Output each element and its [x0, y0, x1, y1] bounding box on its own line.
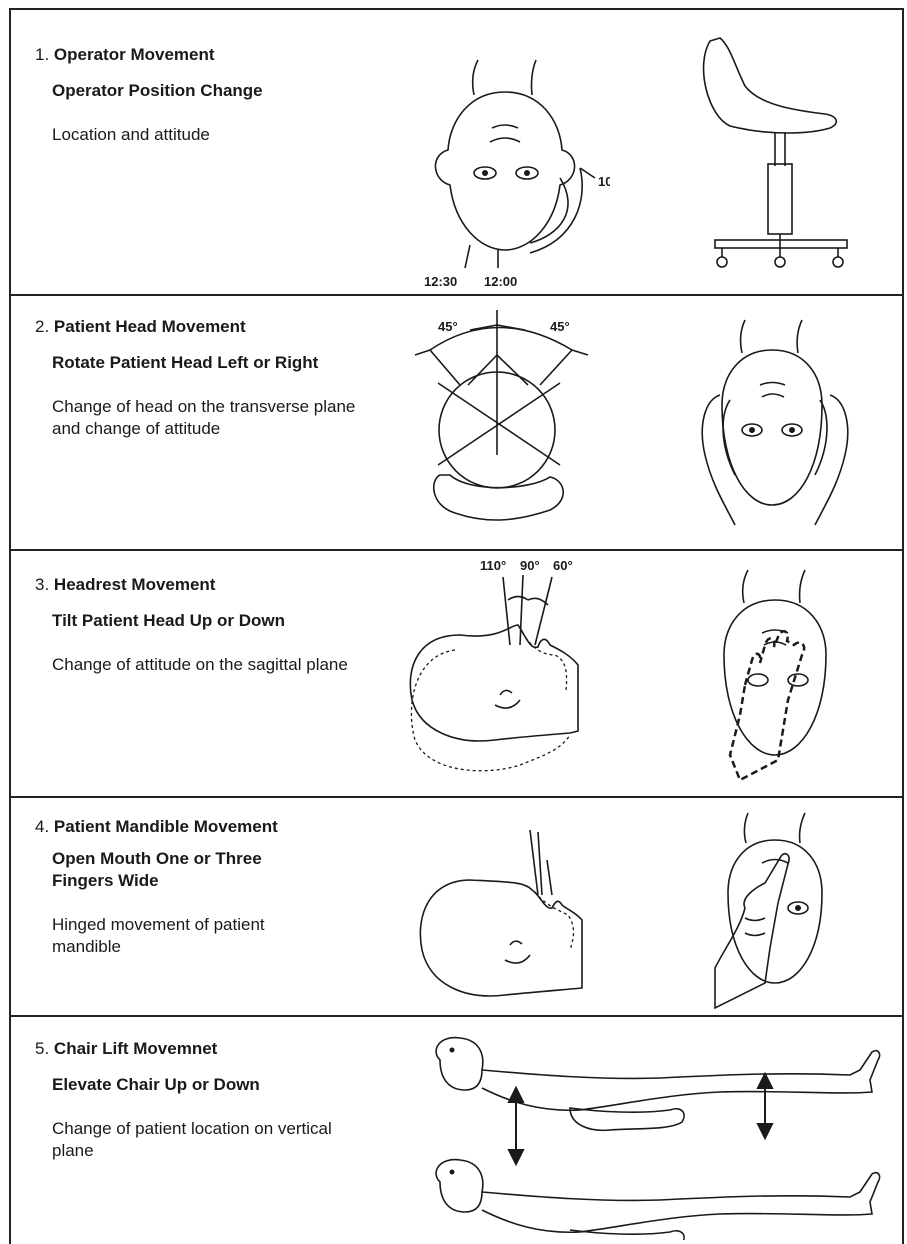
- section-description: Change of patient location on vertical p…: [52, 1118, 332, 1162]
- section-description: Hinged movement of patient mandible: [52, 914, 312, 958]
- tilt-angle-60: 60°: [553, 558, 573, 573]
- finger-in-mouth-icon: [700, 808, 865, 1013]
- clock-label-bottom-right: 12:00: [484, 274, 517, 289]
- tilt-angle-90: 90°: [520, 558, 540, 573]
- section-title: Patient Head Movement: [54, 317, 246, 336]
- hand-guided-head-icon: [690, 565, 870, 795]
- angle-label-right: 45°: [550, 319, 570, 334]
- section-subtitle: Operator Position Change: [52, 80, 395, 102]
- section-text: 1. Operator Movement Operator Position C…: [35, 44, 395, 146]
- headrest-tilt-illustration: 110° 90° 60°: [400, 555, 610, 793]
- section-text: 2. Patient Head Movement Rotate Patient …: [35, 316, 395, 440]
- section-number: 3.: [35, 575, 49, 594]
- operator-head-clock-illustration: 10.00 12:30 12:00: [410, 50, 610, 295]
- hands-on-head-icon: [690, 315, 865, 540]
- section-title: Patient Mandible Movement: [54, 817, 278, 836]
- section-number: 1.: [35, 45, 49, 64]
- section-text: 4. Patient Mandible Movement Open Mouth …: [35, 816, 395, 958]
- section-heading: 4. Patient Mandible Movement: [35, 816, 395, 838]
- head-rotation-illustration: 45° 45°: [410, 305, 610, 545]
- section-divider: [9, 796, 904, 798]
- section-divider: [9, 1015, 904, 1017]
- section-title: Headrest Movement: [54, 575, 216, 594]
- mouth-open-illustration: [410, 820, 610, 1015]
- section-heading: 3. Headrest Movement: [35, 574, 395, 596]
- tilt-angle-110: 110°: [480, 558, 506, 573]
- section-description: Location and attitude: [52, 124, 395, 146]
- section-number: 5.: [35, 1039, 49, 1058]
- section-description: Change of attitude on the sagittal plane: [52, 654, 372, 676]
- section-subtitle: Open Mouth One or Three Fingers Wide: [52, 848, 282, 892]
- clock-label-bottom-left: 12:30: [424, 274, 457, 289]
- angle-label-left: 45°: [438, 319, 458, 334]
- section-description: Change of head on the transverse plane a…: [52, 396, 382, 440]
- section-text: 5. Chair Lift Movemnet Elevate Chair Up …: [35, 1038, 395, 1162]
- section-title: Operator Movement: [54, 45, 215, 64]
- section-subtitle: Elevate Chair Up or Down: [52, 1074, 395, 1096]
- section-heading: 2. Patient Head Movement: [35, 316, 395, 338]
- chair-lift-illustration: [420, 1030, 890, 1240]
- section-text: 3. Headrest Movement Tilt Patient Head U…: [35, 574, 395, 676]
- clock-label-right: 10.00: [598, 174, 610, 189]
- section-number: 2.: [35, 317, 49, 336]
- section-number: 4.: [35, 817, 49, 836]
- section-divider: [9, 549, 904, 551]
- section-subtitle: Tilt Patient Head Up or Down: [52, 610, 395, 632]
- section-heading: 5. Chair Lift Movemnet: [35, 1038, 395, 1060]
- operator-stool-icon: [690, 26, 865, 276]
- section-heading: 1. Operator Movement: [35, 44, 395, 66]
- section-subtitle: Rotate Patient Head Left or Right: [52, 352, 395, 374]
- section-title: Chair Lift Movemnet: [54, 1039, 217, 1058]
